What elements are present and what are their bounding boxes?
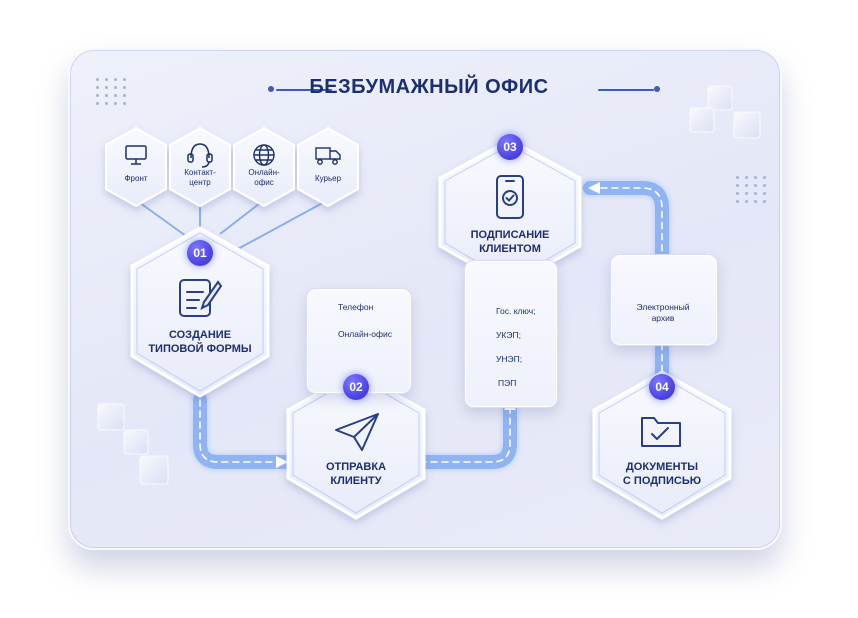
step-label-send-client: ОТПРАВКА КЛИЕНТУ <box>325 461 387 487</box>
signature-types-card <box>464 260 558 408</box>
paper-plane-icon <box>335 413 379 451</box>
decor-cubes-top-right <box>689 85 761 139</box>
channel-hexagons <box>105 126 359 208</box>
globe-icon <box>253 144 275 166</box>
monitor-icon <box>125 145 147 165</box>
smartphone-check-icon <box>496 175 524 219</box>
signature-type-pep: ПЭП <box>498 378 517 388</box>
send-channel-phone: Телефон <box>338 302 374 312</box>
step-label-signed-docs: ДОКУМЕНТЫ С ПОДПИСЬЮ <box>622 461 702 487</box>
headset-icon <box>187 143 213 168</box>
title-row: БЕЗБУМАЖНЫЙ ОФИС <box>0 72 858 106</box>
folder-check-icon <box>641 417 681 447</box>
archive-card <box>610 254 718 346</box>
channel-label-front: Фронт <box>124 174 148 183</box>
archive-label: Электронный архив <box>636 302 690 323</box>
page-title: БЕЗБУМАЖНЫЙ ОФИС <box>309 76 549 98</box>
step-label-client-sign: ПОДПИСАНИЕ КЛИЕНТОМ <box>470 229 550 255</box>
step-badge-03: 03 <box>497 134 523 160</box>
step-badge-01: 01 <box>187 240 213 266</box>
step-badge-02: 02 <box>343 374 369 400</box>
channel-label-online-office: Онлайн- офис <box>248 168 280 187</box>
channel-label-courier: Курьер <box>314 174 342 183</box>
send-channel-online-office: Онлайн-офис <box>338 329 392 339</box>
decor-dots-right <box>736 176 767 203</box>
delivery-truck-icon <box>315 147 341 165</box>
channel-connectors <box>135 199 329 251</box>
signature-type-gos-key: Гос. ключ; <box>496 306 536 316</box>
decor-dots-left <box>96 78 127 105</box>
flow-paths <box>191 179 671 471</box>
step-label-create-form: СОЗДАНИЕ ТИПОВОЙ ФОРМЫ <box>148 329 252 355</box>
signature-type-ukep: УКЭП; <box>496 330 521 340</box>
channel-label-contact-center: Контакт- центр <box>184 168 216 187</box>
form-edit-icon <box>179 279 223 317</box>
step-badge-04: 04 <box>649 374 675 400</box>
signature-type-unep: УНЭП; <box>496 354 523 364</box>
decor-cubes-bottom-left <box>97 403 169 485</box>
